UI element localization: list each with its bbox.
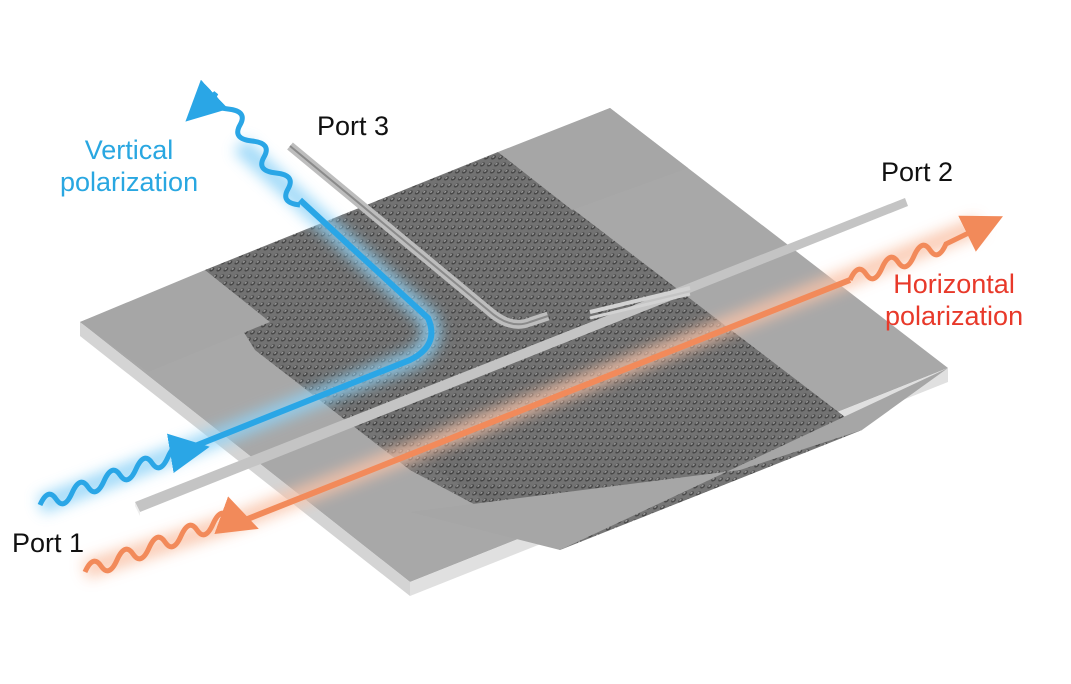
vertical-polarization-label-line2: polarization [60, 167, 199, 197]
vertical-polarization-label-line1: Vertical [84, 135, 174, 165]
port-2-label: Port 2 [881, 157, 954, 187]
horizontal-polarization-label-line2: polarization [885, 301, 1024, 331]
vertical-polarization-label: Vertical polarization [60, 134, 198, 198]
waveguide-horizontal [135, 198, 908, 516]
horizontal-polarization-label: Horizontal polarization [885, 268, 1023, 332]
horizontal-polarization-label-line1: Horizontal [893, 269, 1015, 299]
port-3-label: Port 3 [317, 111, 390, 141]
horizontal-polarization-beam [82, 215, 1003, 579]
vertical-polarization-beam [36, 79, 441, 514]
waveguide-vertical [287, 142, 691, 329]
port-1-label: Port 1 [12, 528, 85, 558]
